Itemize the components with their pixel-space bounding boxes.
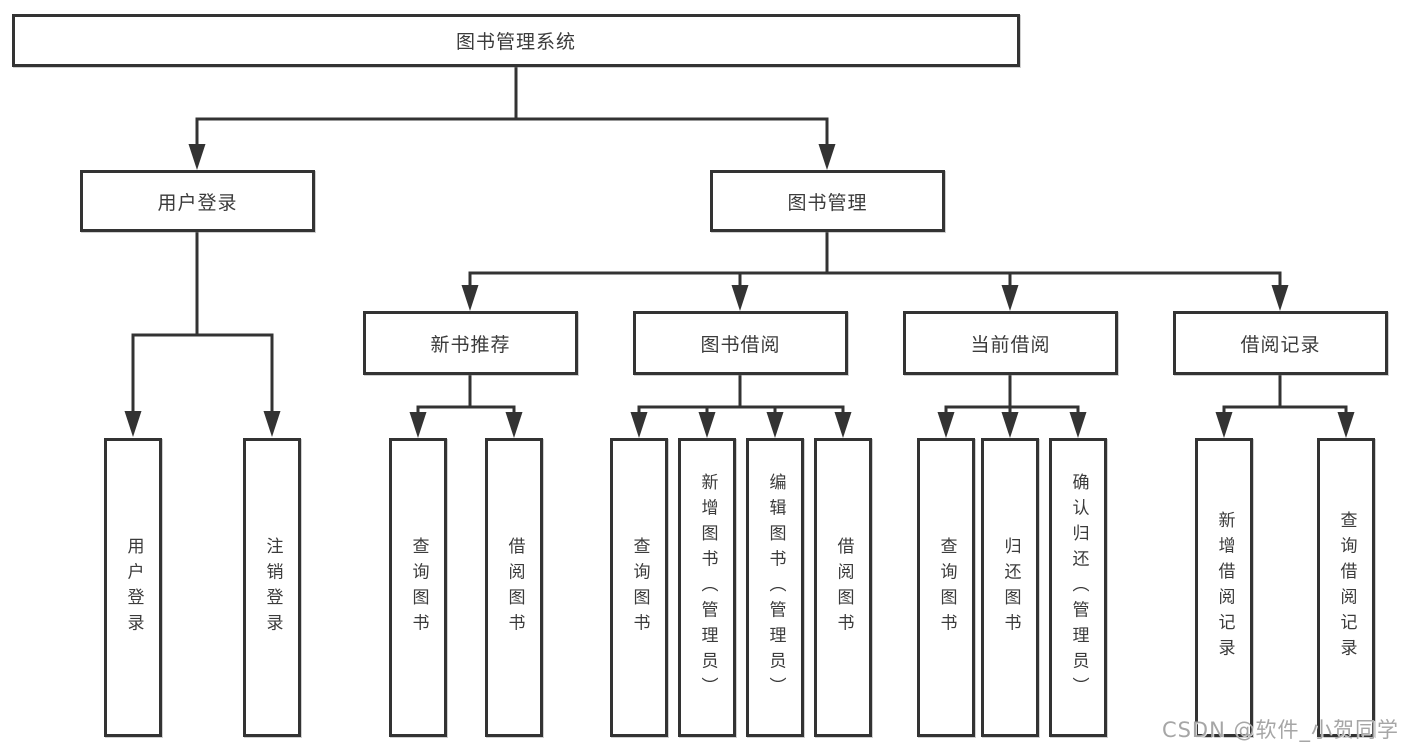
leaf-label: 注销登录 <box>262 536 283 639</box>
node-book-management: 图书管理 <box>710 170 945 232</box>
connector-root-to-level2 <box>195 65 829 148</box>
arrowhead-icon <box>124 411 142 437</box>
node-borrow-records: 借阅记录 <box>1173 311 1388 375</box>
leaf-logout: 注销登录 <box>243 438 301 737</box>
connector-borrowrecords-to-leaves <box>1222 373 1348 416</box>
leaf-label: 归还图书 <box>1000 536 1021 639</box>
leaf-add-borrow-record: 新增借阅记录 <box>1195 438 1253 737</box>
arrowhead-icon <box>1001 412 1019 438</box>
leaf-add-books-admin: 新增图书（管理员） <box>678 438 736 737</box>
leaf-label: 查询图书 <box>408 536 429 639</box>
arrowhead-icon <box>263 411 281 437</box>
leaf-confirm-return-admin: 确认归还（管理员） <box>1049 438 1107 737</box>
leaf-query-borrow-record: 查询借阅记录 <box>1317 438 1375 737</box>
connector-bookmgmt-to-level3 <box>468 230 1282 290</box>
arrowhead-icon <box>698 412 716 438</box>
arrowhead-icon <box>188 144 206 170</box>
node-root-system: 图书管理系统 <box>12 14 1020 67</box>
arrowhead-icon <box>818 144 836 170</box>
leaf-label: 编辑图书（管理员） <box>765 472 786 703</box>
arrowhead-icon <box>1069 412 1087 438</box>
connector-userlogin-to-leaves <box>131 230 274 414</box>
connector-newbook-to-leaves <box>416 373 516 416</box>
arrowhead-icon <box>409 412 427 438</box>
connector-currentborrow-to-leaves <box>944 373 1080 416</box>
leaf-user-login: 用户登录 <box>104 438 162 737</box>
node-user-login: 用户登录 <box>80 170 315 232</box>
leaf-query-books: 查询图书 <box>389 438 447 737</box>
leaf-label: 新增图书（管理员） <box>697 472 718 703</box>
arrowheads <box>124 144 1355 438</box>
leaf-label: 查询借阅记录 <box>1336 511 1357 664</box>
arrowhead-icon <box>766 412 784 438</box>
leaf-query-books: 查询图书 <box>610 438 668 737</box>
arrowhead-icon <box>461 285 479 311</box>
leaf-label: 借阅图书 <box>504 536 525 639</box>
connector-bookborrow-to-leaves <box>637 373 845 416</box>
leaf-borrow-books: 借阅图书 <box>814 438 872 737</box>
arrowhead-icon <box>630 412 648 438</box>
leaf-return-books: 归还图书 <box>981 438 1039 737</box>
arrowhead-icon <box>505 412 523 438</box>
arrowhead-icon <box>937 412 955 438</box>
leaf-borrow-books: 借阅图书 <box>485 438 543 737</box>
arrowhead-icon <box>834 412 852 438</box>
arrowhead-icon <box>731 285 749 311</box>
leaf-label: 新增借阅记录 <box>1214 511 1235 664</box>
leaf-label: 查询图书 <box>629 536 650 639</box>
watermark: CSDN @软件_小贺同学 <box>1161 718 1399 742</box>
node-current-borrow: 当前借阅 <box>903 311 1118 375</box>
arrowhead-icon <box>1271 285 1289 311</box>
leaf-query-books: 查询图书 <box>917 438 975 737</box>
node-book-borrow: 图书借阅 <box>633 311 848 375</box>
leaf-label: 查询图书 <box>936 536 957 639</box>
arrowhead-icon <box>1215 412 1233 438</box>
arrowhead-icon <box>1001 285 1019 311</box>
leaf-label: 借阅图书 <box>833 536 854 639</box>
leaf-edit-books-admin: 编辑图书（管理员） <box>746 438 804 737</box>
leaf-label: 确认归还（管理员） <box>1068 472 1089 703</box>
node-new-book-recommend: 新书推荐 <box>363 311 578 375</box>
arrowhead-icon <box>1337 412 1355 438</box>
leaf-label: 用户登录 <box>123 536 144 639</box>
